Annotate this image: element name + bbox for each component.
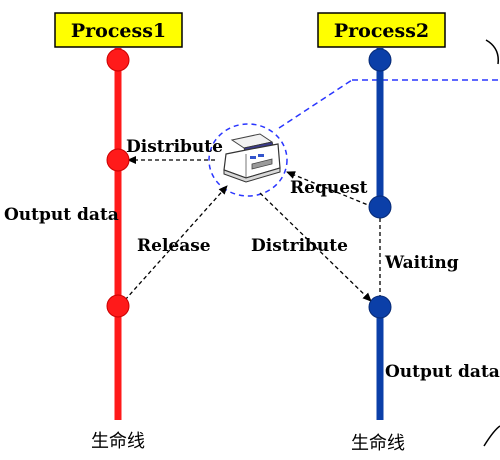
distribute-bottom-arrow	[259, 192, 372, 302]
release-arrow	[124, 185, 228, 301]
process2-start-circle	[368, 48, 392, 72]
process2-title-box	[317, 12, 446, 48]
process2-request-circle	[368, 195, 392, 219]
distribute-bottom-label: Distribute	[251, 236, 348, 256]
printer-icon	[223, 133, 281, 183]
release-label: Release	[137, 236, 211, 256]
process2-lifeline-caption: 生命线	[351, 433, 405, 454]
request-arrow	[286, 171, 374, 208]
process1-title-box	[54, 12, 183, 48]
process2-title: Process2	[334, 20, 429, 42]
waiting-label: Waiting	[384, 253, 459, 273]
process1-release-circle	[106, 294, 130, 318]
process2-distribute-circle	[368, 295, 392, 319]
process1-distribute-circle	[106, 148, 130, 172]
zoom-callout-line-diagonal	[278, 79, 353, 129]
right-bracket-bottom	[483, 425, 500, 447]
distribute-top-label: Distribute	[126, 137, 223, 157]
right-bracket-top	[485, 39, 499, 65]
process1-start-circle	[106, 48, 130, 72]
output-data-left-label: Output data	[4, 205, 119, 225]
process1-lifeline-caption: 生命线	[91, 431, 145, 452]
process1-title: Process1	[71, 20, 166, 42]
request-label: Request	[290, 178, 368, 198]
output-data-right-label: Output data	[385, 362, 500, 382]
